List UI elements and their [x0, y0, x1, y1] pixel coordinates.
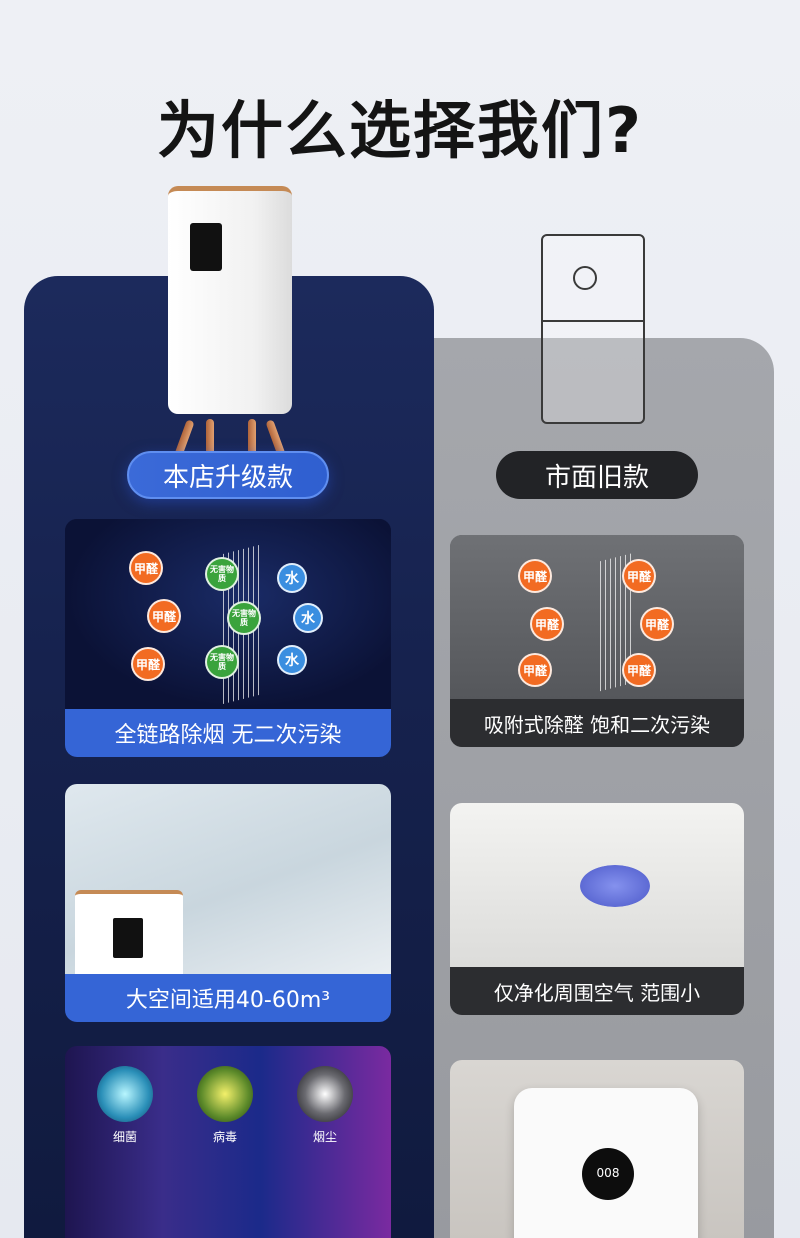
upgraded-label-pill: 本店升级款 — [127, 451, 329, 499]
germ-label: 烟尘 — [312, 1130, 337, 1144]
germ-label: 细菌 — [112, 1130, 137, 1144]
water-molecule: 水 — [277, 645, 307, 675]
upgraded-purifier-image — [168, 186, 292, 471]
formaldehyde-molecule: 甲醛 — [640, 607, 674, 641]
card-caption: 全链路除烟 无二次污染 — [65, 709, 391, 757]
left-card-smoke-removal: 甲醛 甲醛 甲醛 无害物质 无害物质 无害物质 水 水 水 全链路除烟 无二次污… — [65, 519, 391, 757]
formaldehyde-molecule: 甲醛 — [622, 653, 656, 687]
virus-icon — [197, 1066, 253, 1122]
water-molecule: 水 — [293, 603, 323, 633]
formaldehyde-molecule: 甲醛 — [622, 559, 656, 593]
card-caption: 仅净化周围空气 范围小 — [450, 967, 744, 1015]
filtration-diagram: 甲醛 甲醛 甲醛 无害物质 无害物质 无害物质 水 水 水 — [65, 519, 391, 709]
right-card-old-device: 008 — [450, 1060, 744, 1238]
old-label-pill: 市面旧款 — [496, 451, 698, 499]
left-card-germs: 细菌 病毒 烟尘 — [65, 1046, 391, 1238]
harmless-substance-molecule: 无害物质 — [227, 601, 261, 635]
formaldehyde-molecule: 甲醛 — [129, 551, 163, 585]
germ-label: 病毒 — [212, 1130, 237, 1144]
purification-range-blob — [580, 865, 650, 907]
old-purifier-seam — [543, 320, 643, 322]
right-card-small-range: 仅净化周围空气 范围小 — [450, 803, 744, 1015]
purifier-screen — [190, 223, 222, 271]
formaldehyde-molecule: 甲醛 — [530, 607, 564, 641]
harmless-substance-molecule: 无害物质 — [205, 557, 239, 591]
page-title: 为什么选择我们? — [157, 94, 643, 167]
formaldehyde-molecule: 甲醛 — [518, 653, 552, 687]
old-purifier-knob — [573, 266, 597, 290]
floor-plan-photo — [450, 803, 744, 967]
bacteria-icon — [97, 1066, 153, 1122]
right-card-adsorption: 甲醛 甲醛 甲醛 甲醛 甲醛 甲醛 吸附式除醛 饱和二次污染 — [450, 535, 744, 747]
device-display: 008 — [582, 1148, 634, 1200]
left-card-large-space: 大空间适用40-60m³ — [65, 784, 391, 1022]
living-room-photo — [65, 784, 391, 1000]
water-molecule: 水 — [277, 563, 307, 593]
adsorption-diagram: 甲醛 甲醛 甲醛 甲醛 甲醛 甲醛 — [450, 535, 744, 699]
old-purifier-outline-image — [541, 234, 645, 424]
purifier-screen — [113, 918, 143, 958]
formaldehyde-molecule: 甲醛 — [147, 599, 181, 633]
formaldehyde-molecule: 甲醛 — [518, 559, 552, 593]
smoke-dust-icon — [297, 1066, 353, 1122]
harmless-substance-molecule: 无害物质 — [205, 645, 239, 679]
card-caption: 吸附式除醛 饱和二次污染 — [450, 699, 744, 747]
formaldehyde-molecule: 甲醛 — [131, 647, 165, 681]
card-caption: 大空间适用40-60m³ — [65, 974, 391, 1022]
old-device-photo: 008 — [514, 1088, 698, 1238]
